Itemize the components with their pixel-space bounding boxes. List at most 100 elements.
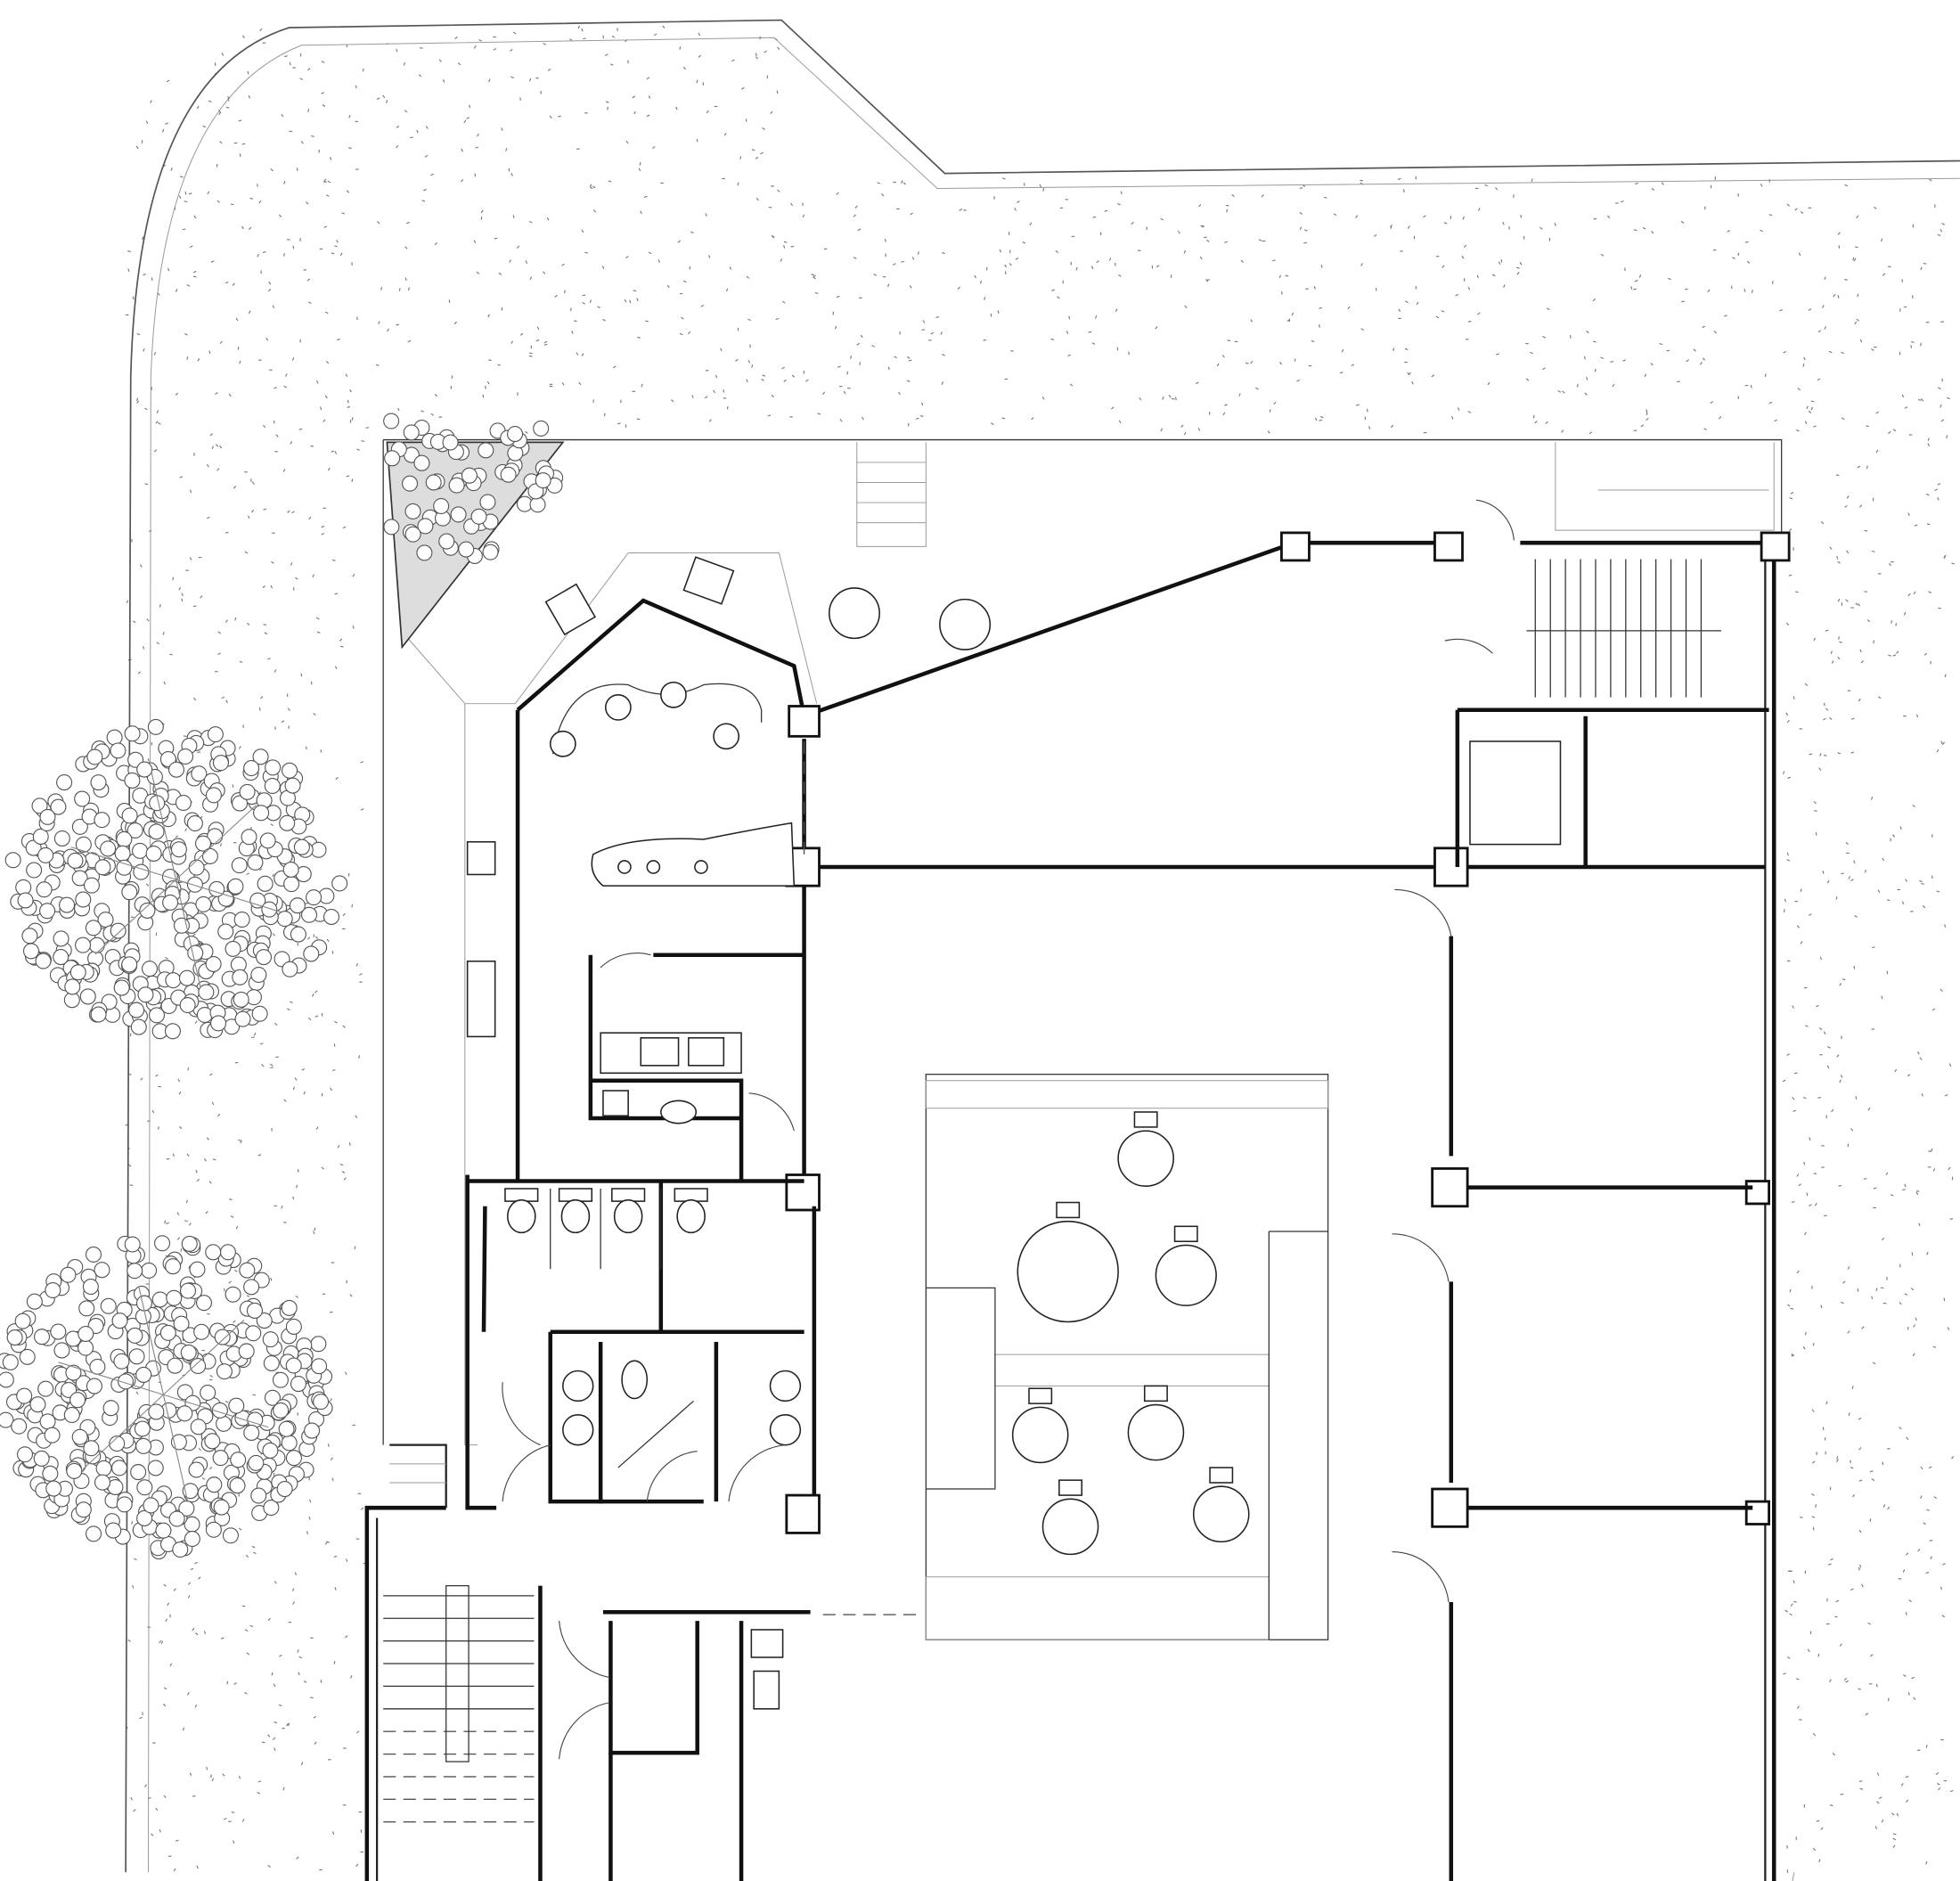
stipple-mark (1814, 1202, 1817, 1206)
stipple-mark (1943, 924, 1947, 928)
stipple-mark (334, 593, 339, 595)
stipple-mark (159, 1640, 162, 1644)
stipple-mark (349, 388, 352, 393)
stipple-mark (246, 872, 249, 875)
stipple-mark (1925, 493, 1930, 496)
stipple-mark (783, 245, 786, 249)
stipple-mark (306, 936, 311, 940)
stipple-mark (1858, 504, 1863, 508)
stipple-mark (396, 144, 399, 149)
stipple-mark (225, 282, 229, 284)
stipple-mark (1115, 308, 1118, 312)
stipple-mark (259, 1043, 264, 1045)
foliage (264, 777, 281, 795)
stipple-mark (244, 1629, 249, 1632)
stipple-mark (407, 339, 412, 343)
stipple-mark (1864, 529, 1868, 532)
stipple-mark (272, 933, 275, 936)
stipple-mark (877, 182, 881, 184)
foliage (4, 852, 21, 869)
stipple-mark (208, 100, 212, 102)
foliage (127, 1327, 143, 1344)
stipple-mark (1441, 265, 1445, 268)
stipple-mark (1768, 214, 1773, 217)
stipple-mark (1786, 1053, 1790, 1056)
stipple-mark (1760, 229, 1763, 233)
stipple-mark (176, 1237, 181, 1240)
stipple-mark (270, 168, 274, 172)
stipple-mark (910, 212, 913, 216)
foliage (11, 1418, 28, 1435)
site-boundary-inner (147, 37, 1960, 1873)
foliage (261, 901, 278, 918)
stipple-mark (979, 280, 983, 284)
foliage (250, 966, 267, 984)
stipple-mark (1313, 285, 1316, 290)
door-swing-icon (748, 1092, 795, 1132)
stipple-mark (1871, 1296, 1874, 1300)
stipple-mark (1477, 312, 1481, 315)
stipple-mark (295, 1295, 298, 1298)
stipple-mark (1833, 293, 1836, 298)
stipple-mark (376, 97, 380, 100)
stipple-mark (1095, 315, 1098, 319)
stipple-mark (1866, 465, 1868, 470)
foliage (45, 1480, 62, 1497)
foliage (263, 1500, 280, 1517)
stipple-mark (265, 337, 269, 341)
stipple-mark (908, 359, 912, 362)
stipple-mark (461, 178, 464, 183)
stipple-mark (1910, 1288, 1915, 1291)
stipple-mark (755, 56, 759, 60)
stipple-mark (425, 126, 429, 129)
stipple-mark (1839, 983, 1842, 986)
stipple-mark (287, 707, 290, 711)
stipple-mark (1906, 1436, 1909, 1441)
foliage (39, 903, 56, 920)
stipple-mark (1405, 300, 1409, 304)
stipple-mark (1841, 872, 1844, 875)
stipple-mark (813, 274, 817, 278)
foliage (159, 1324, 176, 1341)
stipple-mark (1793, 1072, 1798, 1075)
stipple-mark (334, 245, 338, 248)
stipple-mark (200, 595, 203, 599)
stipple-mark (729, 266, 732, 270)
stipple-mark (646, 114, 650, 118)
stipple-mark (1351, 364, 1355, 367)
stipple-mark (1360, 263, 1363, 266)
stipple-mark (1160, 217, 1164, 221)
stipple-mark (1057, 296, 1060, 299)
foliage (207, 726, 224, 743)
stipple-mark (771, 394, 775, 397)
stipple-mark (224, 1817, 227, 1820)
stipple-mark (480, 209, 484, 214)
stipple-mark (321, 532, 325, 536)
stipple-mark (1227, 339, 1231, 342)
stipple-mark (453, 321, 457, 325)
stipple-mark (245, 1554, 249, 1558)
stipple-mark (1407, 225, 1410, 229)
stipple-mark (715, 374, 718, 379)
stipple-mark (378, 321, 380, 324)
stipple-mark (274, 1580, 277, 1584)
stipple-mark (448, 299, 451, 303)
stipple-mark (1779, 308, 1783, 312)
stipple-mark (791, 374, 796, 378)
foliage (53, 1342, 70, 1359)
stipple-mark (270, 1277, 273, 1281)
stipple-mark (323, 225, 328, 228)
stipple-mark (687, 331, 691, 335)
stipple-mark (1944, 1093, 1948, 1097)
foliage (178, 969, 195, 986)
stipple-mark (817, 413, 821, 415)
stipple-mark (184, 333, 188, 336)
stipple-mark (262, 585, 266, 588)
stipple-mark (344, 1371, 347, 1376)
stipple-mark (182, 1727, 185, 1731)
stipple-mark (625, 256, 629, 258)
stipple-mark (1407, 372, 1410, 376)
foliage (94, 812, 110, 829)
stipple-mark (397, 407, 400, 412)
